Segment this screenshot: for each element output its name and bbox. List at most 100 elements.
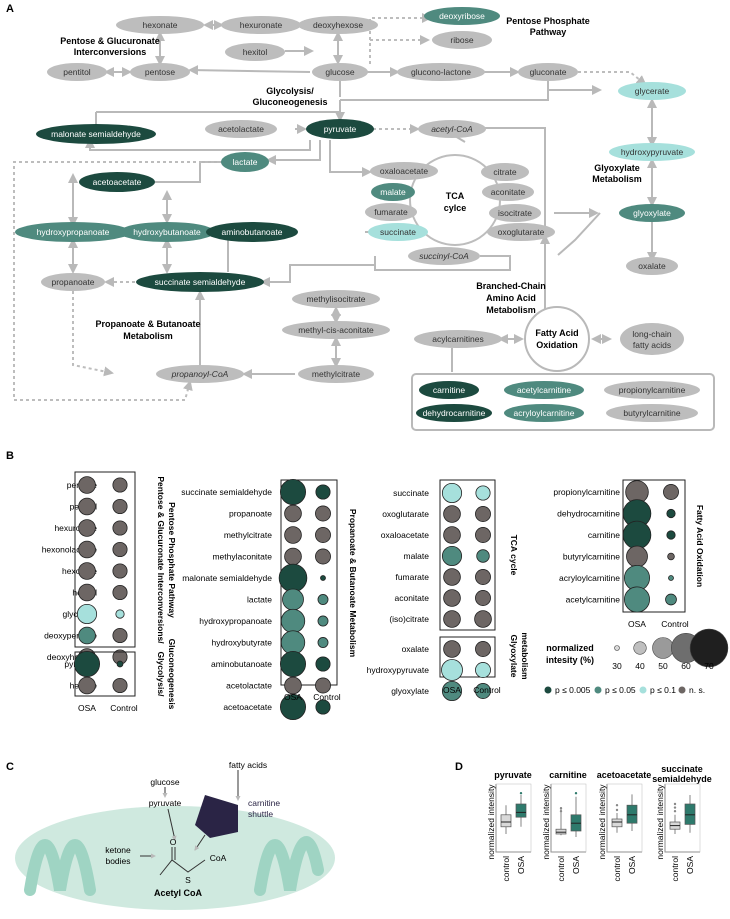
node-gluconate: gluconate — [518, 63, 578, 81]
panel-label-c: C — [6, 761, 14, 773]
bubble-control-hydroxypropanoate — [317, 615, 329, 627]
node-label-deoxyhexose: deoxyhexose — [313, 20, 363, 30]
boxplot-ylabel: normalized intensity — [655, 784, 665, 860]
node-shape-hexonate — [116, 16, 204, 34]
bubble-osa-acetolactate — [284, 676, 302, 695]
bubble-osa-oxalate — [443, 640, 461, 658]
label-bca-2: Amino Acid — [486, 293, 536, 303]
node-acetylcarnitine: acetylcarnitine — [504, 381, 584, 399]
node-shape-propanoylcoa — [156, 365, 244, 383]
bubble-group-g3: succinate semialdehydepropanoatemethylci… — [181, 478, 358, 721]
boxplot-group-label: OSA — [571, 856, 581, 874]
size-legend-value: 50 — [658, 661, 668, 671]
axis-control-label: Control — [661, 619, 689, 629]
bubble-osa-propanoate — [284, 504, 302, 523]
row-label: oxalate — [402, 644, 430, 654]
label-ppp-1: Pentose Phosphate — [506, 16, 590, 26]
node-label-propanoate: propanoate — [51, 277, 94, 287]
bubble-osa-hexose — [78, 676, 96, 695]
node-propionylcarnitine: propionylcarnitine — [604, 381, 700, 399]
outlier — [673, 810, 677, 813]
sig-legend-dot — [639, 686, 647, 694]
sig-legend-dot — [678, 686, 686, 694]
row-label: (iso)citrate — [389, 614, 429, 624]
node-shape-aconitate — [482, 183, 534, 201]
node-shape-succinate — [368, 223, 428, 241]
row-label: hexonolactone — [42, 545, 98, 555]
box-control — [500, 814, 512, 828]
bubble-control-hydroxybutyrate — [317, 637, 329, 648]
node-shape-isocitrate — [489, 204, 541, 222]
label-glyco-2: Gluconeogenesis — [252, 97, 327, 107]
node-shape-acetolactate — [205, 120, 277, 138]
group-title: Fatty Acid Oxidation — [695, 505, 705, 587]
row-label: malate — [403, 551, 429, 561]
bubble-osa-methylaconitate — [284, 547, 302, 566]
node-label-glycerate: glycerate — [635, 86, 670, 96]
row-label: deoxypentose — [44, 631, 97, 641]
node-label-hydroxypropanoate: hydroxypropanoate — [37, 227, 110, 237]
bubble-control-propionylcarnitine — [663, 484, 679, 500]
boxplot-group-label: OSA — [685, 856, 695, 874]
sig-legend-label: p ≤ 0.05 — [605, 685, 636, 695]
bubble-osa-hexonate — [78, 562, 96, 580]
node-label-acetoacetate: acetoacetate — [93, 177, 142, 187]
bubble-control-lactate — [317, 594, 329, 605]
bubble-control-hexose — [112, 677, 128, 694]
sig-legend-label: n. s. — [689, 685, 705, 695]
boxplot-title: semialdehyde — [652, 774, 712, 784]
bubble-control-isocitrate — [474, 610, 492, 628]
size-legend-title-1: normalized — [546, 643, 594, 653]
node-malate: malate — [371, 183, 415, 201]
label-glyco-1: Glycolysis/ — [266, 86, 314, 96]
bubble-control-acetylcarnitine — [665, 593, 677, 606]
bubble-group-frame — [439, 479, 496, 631]
node-shape-propionylcarnitine — [604, 381, 700, 399]
boxplot-ylabel: normalized intensity — [597, 784, 607, 860]
node-label-malonate: malonate semialdehyde — [51, 129, 141, 139]
node-shape-oxaloacetate — [370, 162, 438, 180]
node-shape-oxoglutarate — [487, 223, 555, 241]
label-pentose-2: Interconversions — [74, 47, 147, 57]
node-malonate: malonate semialdehyde — [36, 124, 156, 144]
label-bca-3: Metabolism — [486, 305, 536, 315]
bubble-control-aminobutanoate — [315, 656, 331, 672]
outlier — [559, 807, 563, 810]
bubble-osa-hydroxypyruvate — [441, 659, 463, 681]
bubble-control-pyruvate — [116, 660, 124, 668]
node-label-acylcarnitines: acylcarnitines — [432, 334, 484, 344]
bubble-control-hexuronate — [112, 520, 128, 536]
node-propanoylcoa: propanoyl-CoA — [156, 365, 244, 383]
bubble-osa-acetylcarnitine — [624, 586, 651, 613]
bubble-osa-hydroxypropanoate — [280, 608, 306, 634]
node-shape-carnitine — [419, 381, 479, 399]
bubble-control-pentose — [112, 477, 128, 493]
shuttle-label-2: shuttle — [248, 809, 273, 819]
node-label-deoxyribose: deoxyribose — [439, 11, 485, 21]
row-label: methylaconitate — [212, 552, 272, 562]
row-label: aminobutanoate — [211, 659, 272, 669]
bubble-control-succinatesemialdehyde — [315, 484, 331, 500]
node-label-acetylcoa: acetyl-CoA — [431, 124, 473, 134]
bubble-control-butyrylcarnitine — [667, 552, 675, 561]
bubble-control-oxoglutarate — [475, 506, 491, 522]
row-label: methylcitrate — [224, 530, 272, 540]
node-label-citrate: citrate — [493, 167, 516, 177]
shuttle-label-1: carnitine — [248, 798, 280, 808]
row-label: acetoacetate — [223, 702, 272, 712]
row-label: oxoglutarate — [382, 509, 429, 519]
row-label: acetylcarnitine — [566, 595, 621, 605]
node-shape-glycerate — [618, 82, 686, 100]
row-label: acetolactate — [226, 681, 272, 691]
node-label-isocitrate: isocitrate — [498, 208, 532, 218]
row-label: dehydrocarnitine — [557, 509, 620, 519]
node-succinylcoa: succinyl-CoA — [408, 247, 480, 265]
node-label-acetolactate: acetolactate — [218, 124, 264, 134]
bubble-osa-methylcitrate — [284, 526, 302, 544]
bubble-osa-lactate — [282, 588, 304, 611]
node-shape-acetylcoa — [418, 120, 486, 138]
bubble-osa-hexonolactone — [78, 540, 96, 559]
